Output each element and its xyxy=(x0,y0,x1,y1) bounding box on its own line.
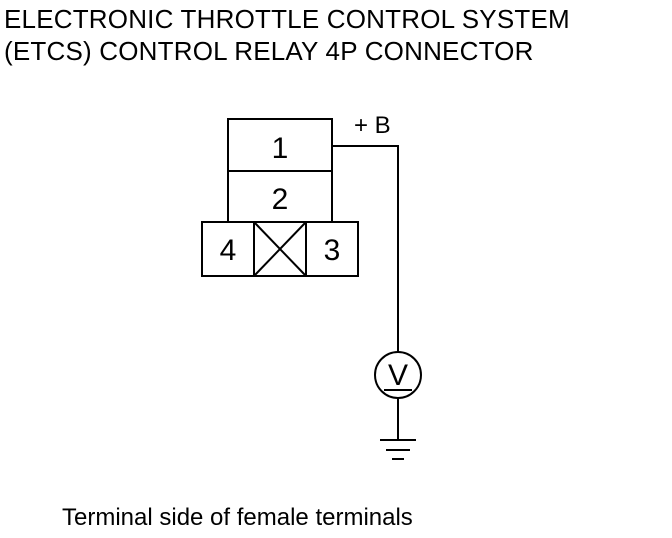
title-line-1: ELECTRONIC THROTTLE CONTROL SYSTEM xyxy=(4,4,570,34)
probe-wire-positive xyxy=(332,145,399,352)
terminal-1-label: 1 xyxy=(272,132,289,165)
blank-cavity-cross-b xyxy=(253,221,307,277)
voltmeter-symbol: V xyxy=(388,359,408,392)
battery-positive-label: + B xyxy=(354,112,391,139)
diagram-title: ELECTRONIC THROTTLE CONTROL SYSTEM (ETCS… xyxy=(4,3,570,67)
terminal-4-label: 4 xyxy=(220,234,237,267)
terminal-3-label: 3 xyxy=(324,234,341,267)
title-line-2: (ETCS) CONTROL RELAY 4P CONNECTOR xyxy=(4,36,534,66)
connector-lower-row xyxy=(201,221,359,277)
terminal-2-label: 2 xyxy=(272,183,289,216)
diagram-caption: Terminal side of female terminals xyxy=(62,504,413,531)
